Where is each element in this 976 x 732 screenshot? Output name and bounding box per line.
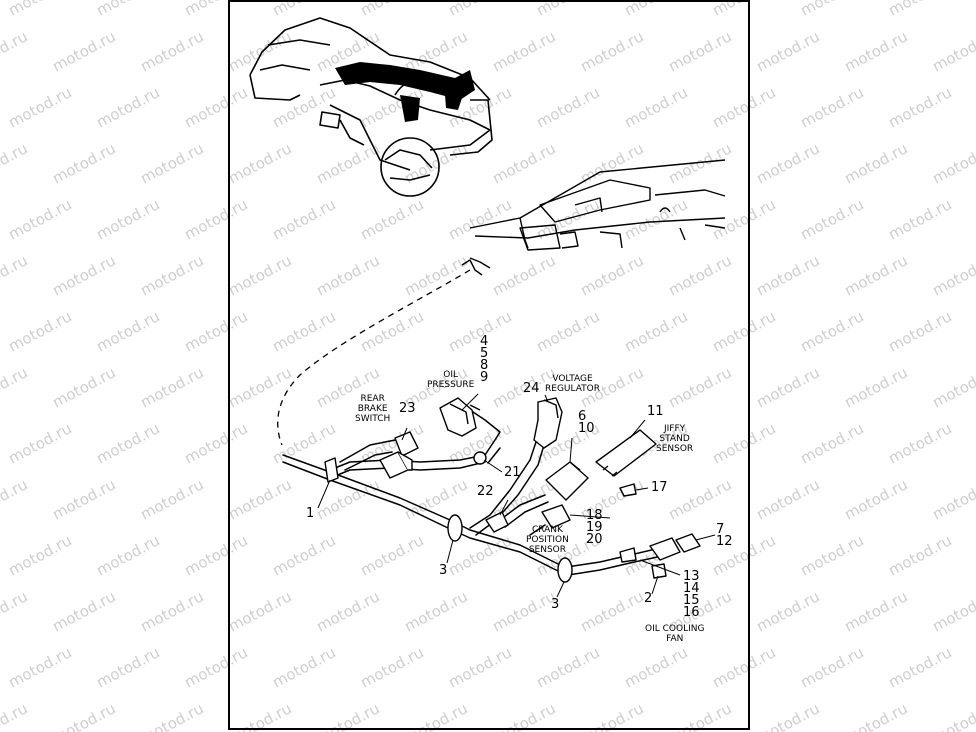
caption-rear-brake-switch-line-3: SWITCH bbox=[355, 414, 391, 424]
caption-voltage-regulator-line-1: VOLTAGE bbox=[552, 374, 593, 384]
main-wire-harness bbox=[282, 409, 663, 577]
caption-jiffy-stand-sensor-line-1: JIFFY bbox=[664, 424, 686, 434]
callout-stack-13-14-15-16: 13 14 15 16 bbox=[683, 569, 700, 620]
callout-3-left: 3 bbox=[439, 563, 448, 578]
caption-crank-position-sensor-line-2: POSITION bbox=[526, 535, 569, 545]
caption-oil-cooling-fan-line-1: OIL COOLING bbox=[645, 624, 705, 634]
callout-stack-7-12: 7 12 bbox=[716, 522, 733, 549]
callout-5: 5 bbox=[480, 346, 489, 361]
callout-20: 20 bbox=[586, 532, 603, 547]
caption-oil-pressure-line-1: OIL bbox=[443, 370, 459, 380]
callout-18: 18 bbox=[586, 508, 603, 523]
callout-stack-6-10: 6 10 bbox=[578, 409, 595, 436]
callout-9: 9 bbox=[480, 370, 489, 385]
caption-jiffy-stand-sensor-line-2: STAND bbox=[659, 434, 690, 444]
callout-8: 8 bbox=[480, 358, 489, 373]
caption-oil-cooling-fan: OIL COOLING FAN bbox=[645, 624, 704, 644]
callout-1: 1 bbox=[306, 506, 315, 521]
caption-oil-pressure-line-2: PRESSURE bbox=[427, 380, 475, 390]
leader-lines bbox=[317, 393, 716, 598]
callout-10: 10 bbox=[578, 421, 595, 436]
caption-rear-brake-switch: REAR BRAKE SWITCH bbox=[355, 394, 390, 424]
callout-16: 16 bbox=[683, 605, 700, 620]
battery-tray-assembly bbox=[461, 159, 726, 276]
callout-11: 11 bbox=[647, 404, 664, 419]
callout-17: 17 bbox=[651, 480, 668, 495]
caption-voltage-regulator-line-2: REGULATOR bbox=[545, 384, 601, 394]
figure-frame bbox=[228, 0, 750, 730]
callout-22: 22 bbox=[477, 484, 494, 499]
caption-crank-position-sensor-line-1: CRANK bbox=[531, 525, 563, 535]
callout-13: 13 bbox=[683, 569, 700, 584]
callout-12: 12 bbox=[716, 534, 733, 549]
callout-3-right: 3 bbox=[551, 597, 560, 612]
callout-14: 14 bbox=[683, 581, 700, 596]
callout-stack-4-5-8-9: 4 5 8 9 bbox=[480, 334, 489, 385]
caption-crank-position-sensor: CRANK POSITION SENSOR bbox=[526, 525, 569, 555]
caption-rear-brake-switch-line-1: REAR bbox=[360, 394, 385, 404]
caption-oil-cooling-fan-line-2: FAN bbox=[666, 634, 684, 644]
callout-19: 19 bbox=[586, 520, 603, 535]
connector-components bbox=[324, 397, 701, 583]
callout-2: 2 bbox=[644, 591, 653, 606]
caption-crank-position-sensor-line-3: SENSOR bbox=[528, 545, 567, 555]
caption-jiffy-stand-sensor: JIFFY STAND SENSOR bbox=[656, 424, 693, 454]
harness-routing-dashed-line bbox=[277, 269, 471, 446]
callout-stack-18-19-20: 18 19 20 bbox=[586, 508, 603, 547]
caption-jiffy-stand-sensor-line-3: SENSOR bbox=[656, 444, 694, 454]
callout-21: 21 bbox=[504, 465, 521, 480]
caption-oil-pressure: OIL PRESSURE bbox=[427, 370, 474, 390]
frame-harness-blackout bbox=[335, 62, 475, 122]
callout-7: 7 bbox=[716, 522, 725, 537]
callout-15: 15 bbox=[683, 593, 700, 608]
callout-24: 24 bbox=[523, 381, 540, 396]
caption-rear-brake-switch-line-2: BRAKE bbox=[357, 404, 388, 414]
caption-voltage-regulator: VOLTAGE REGULATOR bbox=[545, 374, 600, 394]
callout-6: 6 bbox=[578, 409, 587, 424]
callout-4: 4 bbox=[480, 334, 489, 349]
callout-23: 23 bbox=[399, 401, 416, 416]
